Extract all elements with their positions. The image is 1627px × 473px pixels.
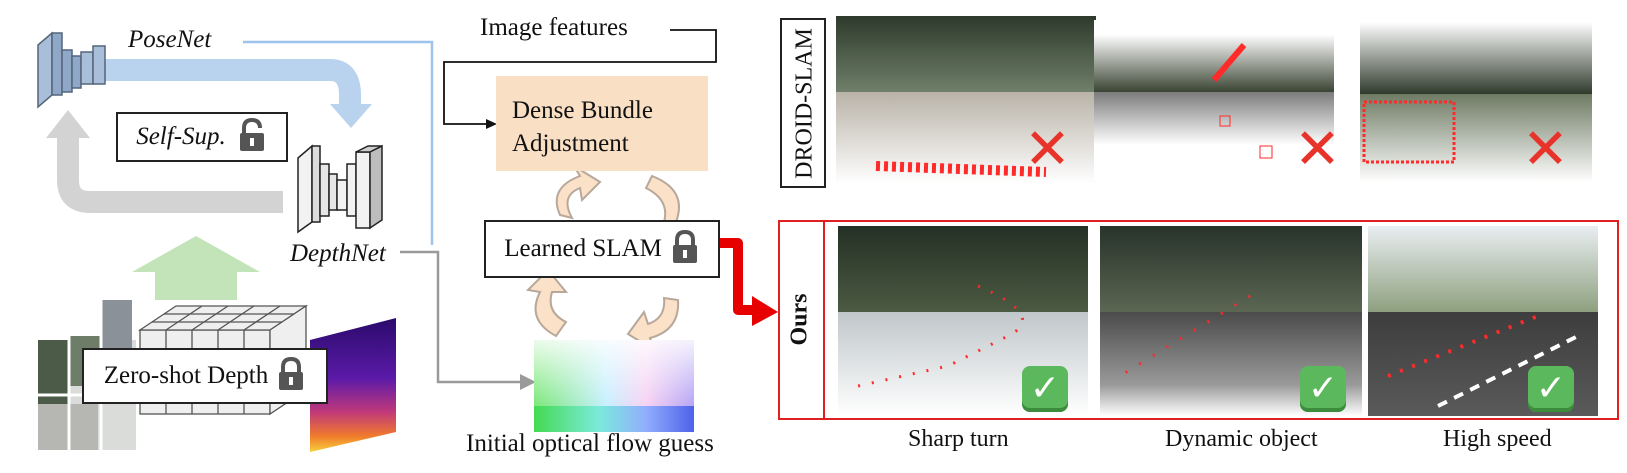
posenet-to-depthnet-arrowhead (330, 104, 372, 128)
flow-caption: Initial optical flow guess (466, 430, 714, 457)
cross-mark-icon: ✕ (1294, 117, 1341, 182)
cross-mark-icon: ✕ (1522, 117, 1569, 182)
image-features-connector (443, 29, 717, 125)
check-mark-icon: ✓ (1300, 366, 1346, 412)
depth-feed-line (400, 250, 520, 384)
lock-icon (670, 229, 700, 269)
droid-scene-sharp-turn (836, 16, 1096, 184)
dba-line-2: Adjustment (512, 130, 629, 157)
cross-mark-icon: ✕ (1024, 117, 1071, 182)
depthnet-to-posenet-arrowhead (46, 110, 90, 138)
lock-icon (276, 356, 306, 396)
image-features-label: Image features (480, 14, 628, 41)
dense-bundle-adjustment-box: Dense Bundle Adjustment (496, 76, 708, 171)
posenet-to-depthnet-arrow (105, 59, 361, 108)
slam-to-ours-arrowhead (752, 296, 778, 326)
droid-slam-label-box: DROID-SLAM (780, 18, 826, 188)
caption-high-speed: High speed (1443, 426, 1552, 452)
dba-line-1: Dense Bundle (512, 97, 653, 124)
depthnet-to-posenet-arrow (57, 135, 283, 213)
learned-slam-label: Learned SLAM (504, 235, 662, 262)
pose-feed-line (243, 40, 434, 245)
zero-shot-depth-label: Zero-shot Depth (103, 362, 269, 389)
posenet-label: PoseNet (128, 26, 212, 53)
slam-to-ours-arrow (720, 238, 758, 315)
learned-slam-box: Learned SLAM (484, 220, 720, 278)
droid-scene-dynamic-object (1094, 20, 1334, 180)
check-mark-icon: ✓ (1022, 366, 1068, 412)
ours-label: Ours (786, 293, 813, 346)
check-mark-icon: ✓ (1528, 366, 1574, 412)
ours-divider (823, 220, 825, 420)
caption-sharp-turn: Sharp turn (908, 426, 1009, 452)
depth-up-arrow (132, 236, 260, 300)
droid-scene-high-speed (1360, 22, 1592, 182)
self-sup-box: Self-Sup. (116, 112, 288, 162)
self-sup-label: Self-Sup. (136, 123, 226, 150)
optical-flow-image (534, 340, 694, 432)
unlocked-lock-icon (236, 117, 268, 157)
image-features-arrowhead (486, 119, 497, 129)
droid-slam-label: DROID-SLAM (791, 28, 818, 179)
depthnet-label: DepthNet (290, 240, 386, 267)
depth-map-image (310, 318, 396, 452)
posenet-network-icon (37, 31, 106, 109)
zero-shot-depth-box: Zero-shot Depth (82, 348, 328, 404)
ours-scene-dynamic-object (1100, 226, 1362, 416)
ours-results-frame (778, 220, 1619, 420)
depthnet-network-icon (297, 144, 383, 234)
depth-feed-arrowhead (520, 374, 536, 390)
caption-dynamic-object: Dynamic object (1165, 426, 1318, 452)
